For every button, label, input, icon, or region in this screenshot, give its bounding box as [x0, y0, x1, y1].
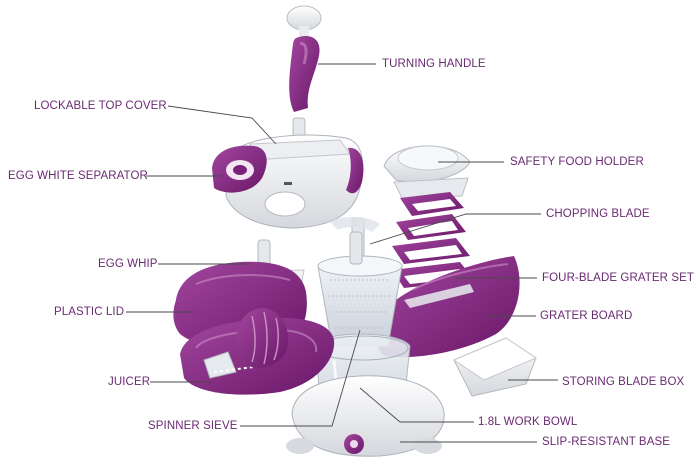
blade-box-part [452, 337, 538, 397]
label-turning-handle: TURNING HANDLE [382, 58, 486, 70]
spinner-sieve-part [317, 231, 403, 347]
base-part [286, 375, 445, 457]
label-egg-white-separator: EGG WHITE SEPARATOR [8, 170, 148, 182]
food-holder-part [383, 145, 471, 199]
egg-separator-part [212, 145, 267, 193]
label-slip-resistant-base: SLIP-RESISTANT BASE [542, 436, 671, 448]
label-safety-food-holder: SAFETY FOOD HOLDER [510, 156, 644, 168]
label-egg-whip: EGG WHIP [98, 258, 158, 270]
label-storing-blade-box: STORING BLADE BOX [562, 376, 685, 388]
label-four-blade-grater-set: FOUR-BLADE GRATER SET [542, 272, 695, 284]
grater-board-part [374, 256, 520, 358]
grater-set-part [392, 192, 474, 288]
juicer-part [180, 308, 335, 395]
label-grater-board: GRATER BOARD [540, 310, 633, 322]
turning-handle-part [286, 5, 322, 141]
leader-lines [126, 63, 558, 443]
label-juicer: JUICER [108, 376, 151, 388]
label-work-bowl: 1.8L WORK BOWL [478, 416, 578, 428]
label-lockable-top-cover: LOCKABLE TOP COVER [34, 100, 167, 112]
label-chopping-blade: CHOPPING BLADE [546, 208, 650, 220]
label-plastic-lid: PLASTIC LID [54, 306, 125, 318]
label-spinner-sieve: SPINNER SIEVE [148, 420, 238, 432]
